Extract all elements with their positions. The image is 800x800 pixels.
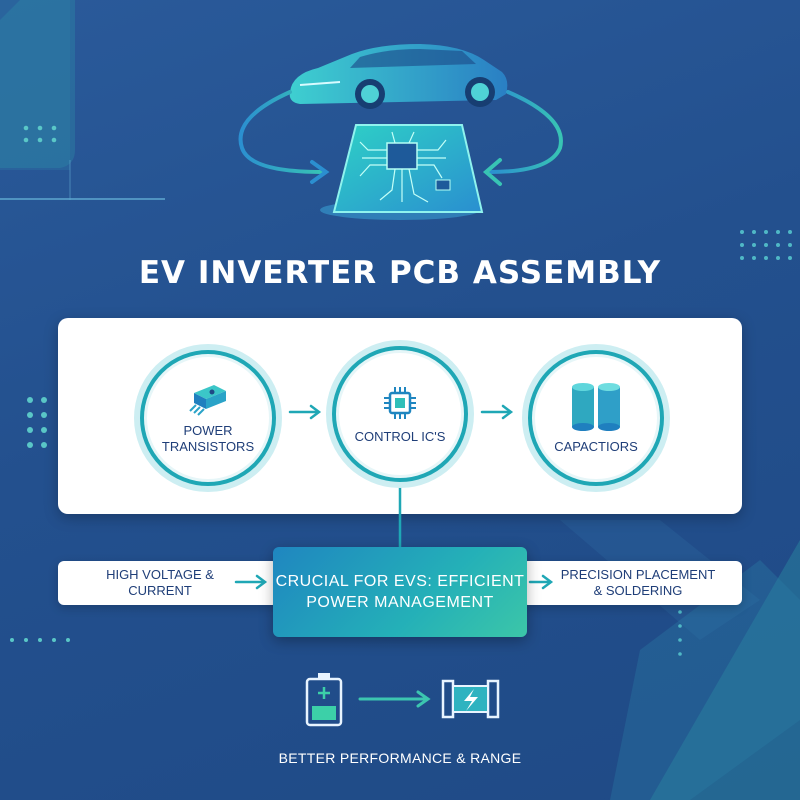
arrow-right-icon [358,690,431,708]
capacitor-icon [572,383,620,431]
component-label: POWER TRANSISTORS [161,423,255,454]
component-label: CAPACTIORS [554,439,638,454]
motor-icon [441,679,500,719]
component-label: CONTROL IC's [354,429,446,444]
component-control-ics: CONTROL IC's [332,346,468,482]
central-message-box: CRUCIAL FOR EVS: EFFICIENT POWER MANAGEM… [273,547,527,637]
component-capacitors: CAPACTIORS [528,350,664,486]
input-note-text: HIGH VOLTAGE & CURRENT [106,567,214,598]
hero-illustration [238,44,563,220]
component-flow-arrows [288,404,514,548]
page-title: EV INVERTER PCB ASSEMBLY [138,255,662,291]
output-note-strip [522,561,742,605]
cycle-arrows-icon [238,90,563,186]
output-note-text: PRECISION PLACEMENT & SOLDERING [560,567,716,598]
electric-car-icon [289,44,508,109]
strip-arrows [234,574,554,590]
power-transistor-icon [189,385,226,416]
control-ic-icon [384,387,416,419]
pcb-chip-icon [320,124,484,220]
battery-icon [305,673,343,727]
footer-caption: BETTER PERFORMANCE & RANGE [278,750,522,766]
central-message-text: CRUCIAL FOR EVS: EFFICIENT POWER MANAGEM… [275,573,525,611]
component-power-transistors: POWER TRANSISTORS [140,350,276,486]
